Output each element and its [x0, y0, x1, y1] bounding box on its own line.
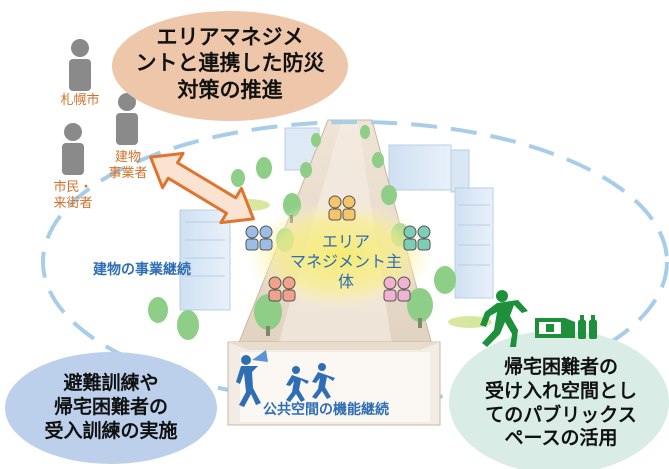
- person-pair-pink-bottom-right: [383, 276, 411, 302]
- person-pair-teal-right: [403, 225, 431, 251]
- underground-space: [227, 341, 441, 426]
- management-body-label: エリア マネジメント主体: [289, 232, 402, 291]
- emergency-supplies-icon: [535, 315, 597, 339]
- right-oval: [449, 330, 669, 469]
- left-oval: [5, 352, 217, 464]
- city-person-icon: [69, 39, 91, 91]
- top-oval: [112, 11, 348, 121]
- person-pair-blue-left: [245, 225, 273, 251]
- evacuation-drill-icon: [236, 350, 268, 407]
- person-pair-orange-top: [328, 195, 356, 221]
- business-continuity-label: 建物の事業継続: [93, 262, 191, 278]
- person-pair-salmon-bottom-left: [268, 276, 296, 302]
- running-people-icon: [286, 363, 335, 402]
- right-oval-text: 帰宅困難者の 受け入れ空間とし てのパブリックス ペースの活用: [484, 356, 637, 450]
- label-building-owner: 建物 事業者: [108, 150, 148, 182]
- public-space-continuity-label: 公共空間の機能継続: [263, 402, 389, 418]
- building-owner-person-icon: [116, 93, 138, 145]
- emergency-exit-icon: [480, 290, 528, 347]
- left-oval-text: 避難訓練や 帰宅困難者の 受入訓練の実施: [44, 372, 178, 442]
- label-city: 札幌市: [60, 93, 100, 108]
- buildings: [179, 127, 494, 311]
- citizen-person-icon: [62, 123, 84, 175]
- label-citizens: 市民・ 来街者: [53, 180, 93, 212]
- top-oval-text: エリアマネジメ ントと連携した防災 対策の推進: [135, 25, 325, 102]
- street-trees: [148, 125, 456, 340]
- actor-icons: [62, 39, 138, 175]
- two-way-arrow-icon: [149, 151, 255, 225]
